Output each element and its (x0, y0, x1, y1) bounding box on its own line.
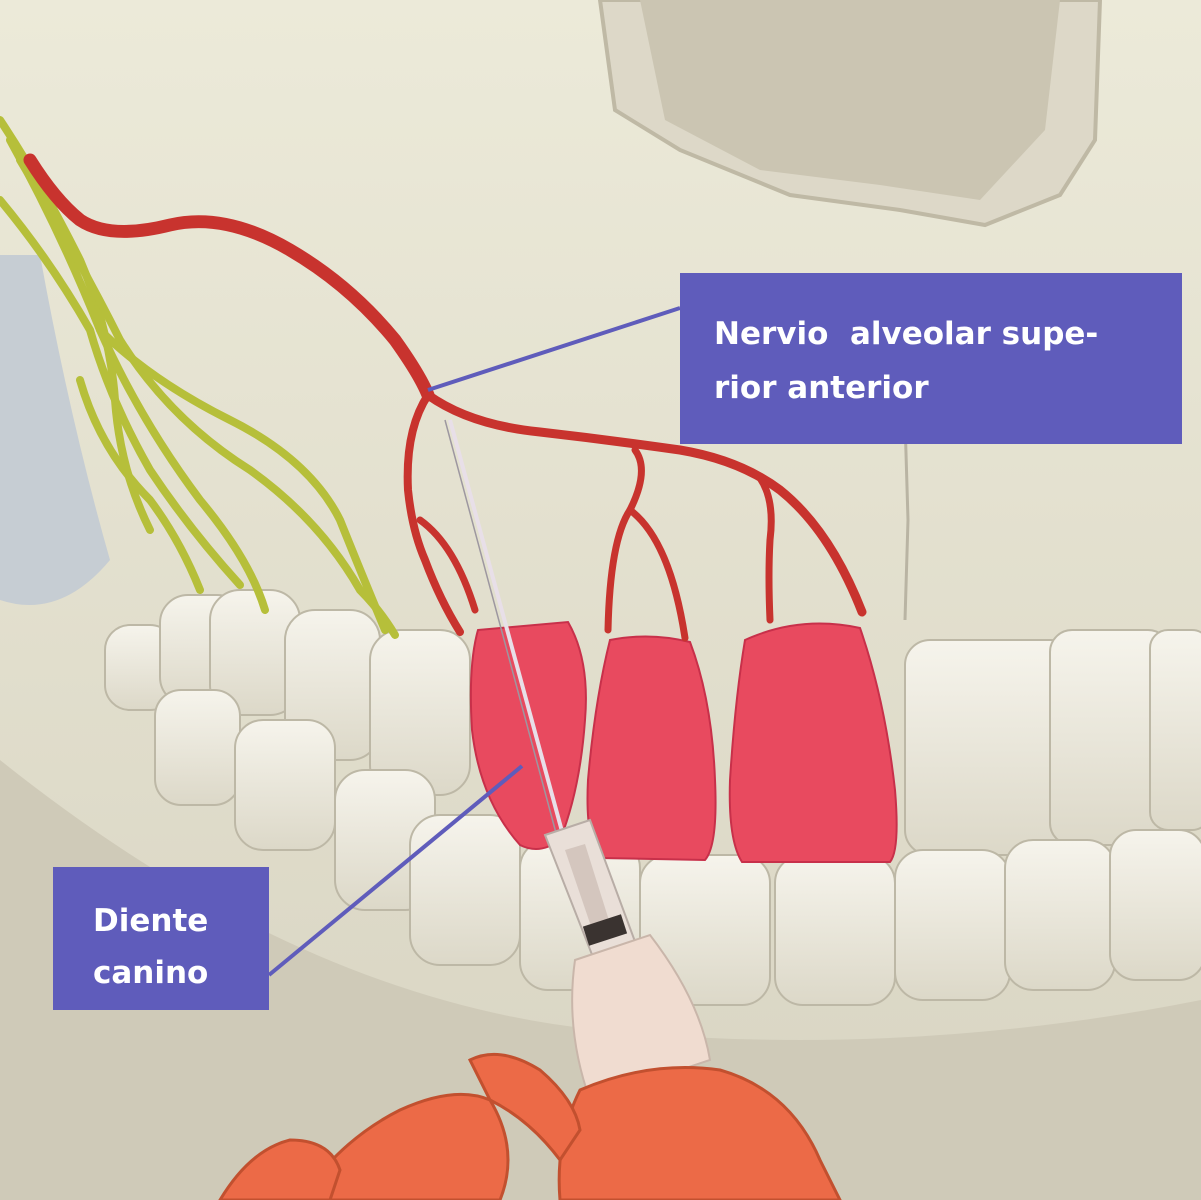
lateral-incisor (586, 635, 717, 862)
lower-tooth (154, 689, 241, 806)
nerve-label-line-1: Nervio alveolar supe- (714, 316, 1099, 352)
canine-label-line-2: canino (93, 955, 209, 991)
lower-jaw-shadow (0, 760, 1201, 1200)
highlighted-teeth (469, 620, 898, 863)
nerve-label-box: Nervio alveolar supe- rior anterior (680, 273, 1182, 444)
canine-label-line-1: Diente (93, 903, 209, 939)
needle-icon (448, 419, 565, 836)
central-incisor (728, 622, 898, 863)
nasal-cavity-inner (640, 0, 1060, 200)
nerve-leader-line (427, 306, 681, 392)
lower-tooth (234, 719, 336, 851)
leader-lines (267, 306, 681, 977)
lower-tooth (409, 814, 521, 966)
canine-label-box: Diente canino (53, 867, 269, 1010)
syringe-needle-icon (543, 818, 712, 1102)
glove-icon (218, 1052, 842, 1200)
canine-tooth (469, 620, 587, 850)
left-side-gap (0, 255, 110, 605)
lower-tooth (774, 854, 896, 1006)
lower-tooth (894, 849, 1011, 1001)
lower-tooth (1004, 839, 1116, 991)
lower-tooth (1109, 829, 1201, 981)
anterior-superior-alveolar-nerve (23, 153, 867, 642)
upper-teeth (104, 589, 1201, 856)
needle-shadow (444, 419, 557, 834)
upper-incisor-right (1149, 629, 1201, 831)
nerve-label-line-2: rior anterior (714, 370, 929, 406)
canine-leader-line (267, 764, 524, 977)
midline-suture (903, 419, 910, 621)
